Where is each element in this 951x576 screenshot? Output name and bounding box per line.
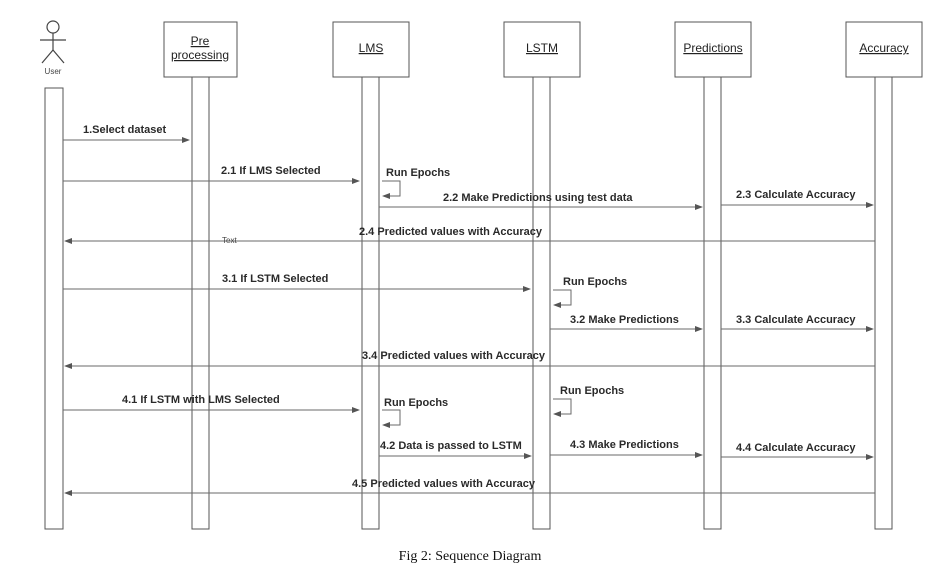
message-arrow bbox=[379, 453, 532, 459]
message-arrow bbox=[63, 178, 360, 184]
self-message-label: Run Epochs bbox=[386, 167, 450, 179]
participant-accuracy: Accuracy bbox=[845, 21, 923, 78]
participant-label: Predictions bbox=[683, 41, 742, 55]
participant-lstm: LSTM bbox=[503, 21, 581, 78]
message-arrow bbox=[721, 326, 874, 332]
figure-caption: Fig 2: Sequence Diagram bbox=[399, 549, 542, 564]
message-arrow bbox=[63, 407, 360, 413]
participant-label-line1: Pre bbox=[191, 34, 210, 48]
actor-label: User bbox=[45, 67, 62, 76]
lifeline-preprocessing bbox=[191, 76, 210, 530]
message-arrow bbox=[721, 202, 874, 208]
message-arrow bbox=[64, 363, 875, 369]
self-message-label: Run Epochs bbox=[560, 385, 624, 397]
message-arrow bbox=[550, 326, 703, 332]
message-label: 4.4 Calculate Accuracy bbox=[736, 442, 856, 454]
message-label: 3.1 If LSTM Selected bbox=[222, 273, 328, 285]
message-arrow bbox=[63, 286, 531, 292]
participant-label: LSTM bbox=[526, 41, 558, 55]
participant-label: Accuracy bbox=[859, 41, 908, 55]
message-arrow bbox=[721, 454, 874, 460]
lifeline-accuracy bbox=[874, 76, 893, 530]
participant-label: LMS bbox=[359, 41, 384, 55]
message-label: 4.1 If LSTM with LMS Selected bbox=[122, 394, 280, 406]
user-actor: User bbox=[40, 20, 66, 76]
stick-figure-icon bbox=[40, 20, 66, 64]
lifeline-user bbox=[44, 87, 64, 530]
message-label: 2.3 Calculate Accuracy bbox=[736, 189, 856, 201]
participant-lms: LMS bbox=[332, 21, 410, 78]
self-message-arrow bbox=[553, 289, 572, 308]
participant-predictions: Predictions bbox=[674, 21, 752, 78]
message-label: 2.2 Make Predictions using test data bbox=[443, 192, 633, 204]
message-arrow bbox=[64, 490, 875, 496]
message-label: 4.2 Data is passed to LSTM bbox=[380, 440, 522, 452]
message-label: 3.2 Make Predictions bbox=[570, 314, 679, 326]
stray-text-label: Text bbox=[222, 236, 237, 245]
message-label: 4.3 Make Predictions bbox=[570, 439, 679, 451]
self-message-label: Run Epochs bbox=[563, 276, 627, 288]
message-arrow bbox=[379, 204, 703, 210]
message-label: 4.5 Predicted values with Accuracy bbox=[352, 478, 536, 490]
message-label: 1.Select dataset bbox=[83, 124, 166, 136]
lifeline-predictions bbox=[703, 76, 722, 530]
message-label: 2.4 Predicted values with Accuracy bbox=[359, 226, 543, 238]
self-message-arrow bbox=[553, 398, 572, 417]
message-label: 2.1 If LMS Selected bbox=[221, 165, 321, 177]
lifeline-lstm bbox=[532, 76, 551, 530]
message-label: 3.4 Predicted values with Accuracy bbox=[362, 350, 546, 362]
self-message-label: Run Epochs bbox=[384, 397, 448, 409]
message-label: 3.3 Calculate Accuracy bbox=[736, 314, 856, 326]
self-message-arrow bbox=[382, 409, 401, 428]
message-arrow bbox=[63, 137, 190, 143]
participant-preprocessing: Pre processing bbox=[163, 21, 238, 78]
message-arrow bbox=[550, 452, 703, 458]
lifeline-lms bbox=[361, 76, 380, 530]
self-message-arrow bbox=[382, 180, 401, 199]
message-arrow bbox=[64, 238, 875, 244]
participant-label-line2: processing bbox=[171, 48, 229, 62]
